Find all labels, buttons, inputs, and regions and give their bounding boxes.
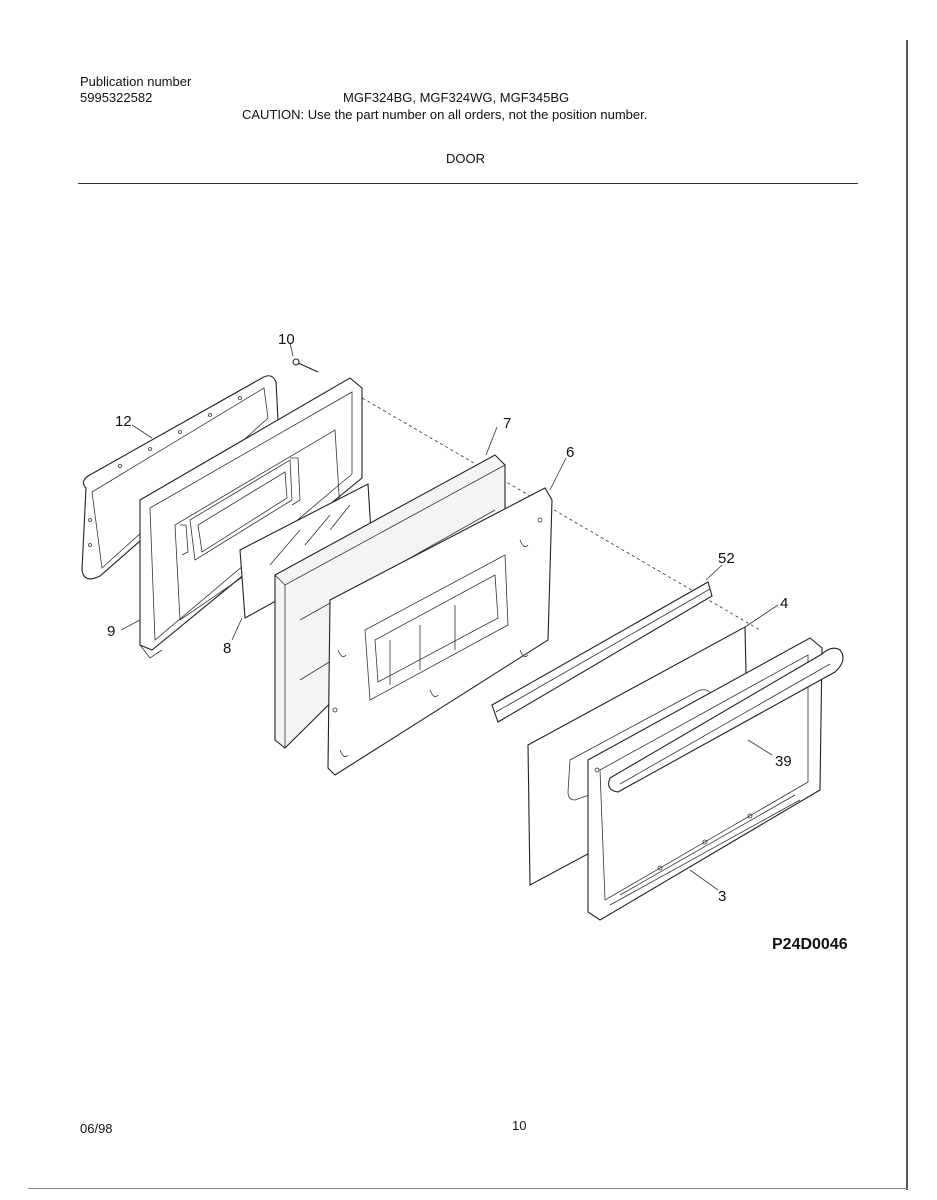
alignment-line [351, 391, 761, 631]
handle-part [608, 647, 844, 793]
callout-39: 39 [775, 753, 792, 770]
callout-12: 12 [115, 413, 132, 430]
callout-8: 8 [223, 640, 231, 657]
leader-lines [120, 342, 779, 891]
page-number: 10 [512, 1118, 527, 1133]
callout-10: 10 [278, 331, 295, 348]
caution-note: CAUTION: Use the part number on all orde… [242, 107, 648, 122]
callout-3: 3 [718, 888, 726, 905]
gasket-part [81, 375, 279, 580]
page-edge-bottom [28, 1188, 908, 1189]
publication-number: 5995322582 [80, 90, 153, 105]
screw-part [292, 358, 319, 373]
header-divider [78, 183, 858, 184]
door-panel-part [327, 487, 553, 776]
callout-7: 7 [503, 415, 511, 432]
section-title: DOOR [446, 151, 485, 166]
callout-4: 4 [780, 595, 788, 612]
revision-date: 06/98 [80, 1121, 113, 1136]
callout-52: 52 [718, 550, 735, 567]
model-numbers: MGF324BG, MGF324WG, MGF345BG [343, 90, 570, 105]
trim-strip-part [491, 581, 713, 723]
diagram-code: P24D0046 [772, 936, 848, 953]
callout-6: 6 [566, 444, 574, 461]
publication-label: Publication number [80, 74, 192, 89]
page-edge-right [906, 40, 908, 1190]
callout-9: 9 [107, 623, 115, 640]
